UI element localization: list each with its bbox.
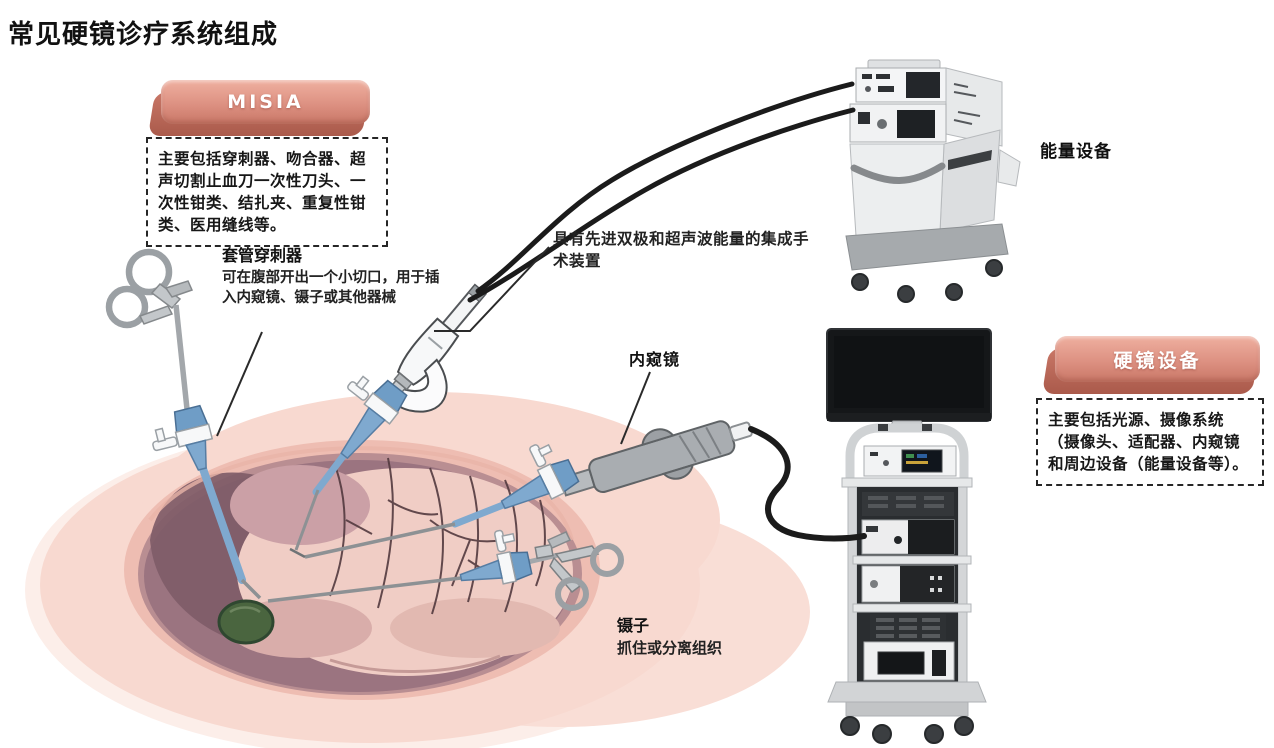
leader-lines xyxy=(216,246,651,445)
endoscope-trocar xyxy=(500,443,580,510)
endoscope-label: 内窥镜 xyxy=(629,350,681,369)
trocar-callout: 套管穿刺器 可在腹部开出一个小切口，用于插入内窥镜、镊子或其他器械 xyxy=(222,246,442,308)
monitor xyxy=(826,328,992,432)
forceps-callout: 镊子 抓住或分离组织 xyxy=(617,616,817,659)
misia-description-box: 主要包括穿刺器、吻合器、超声切割止血刀一次性刀头、一次性钳类、结扎夹、重复性钳类… xyxy=(146,137,388,247)
rigid-banner-label: 硬镜设备 xyxy=(1113,349,1202,372)
abdomen-illustration xyxy=(25,392,810,748)
stapler-instrument xyxy=(389,283,488,413)
forceps-instrument xyxy=(527,531,624,611)
connection-cables xyxy=(467,81,867,542)
trocar-description: 可在腹部开出一个小切口，用于插入内窥镜、镊子或其他器械 xyxy=(222,270,440,307)
caster-wheels xyxy=(840,716,974,744)
endoscopy-tower xyxy=(826,328,992,744)
rigid-banner: 硬镜设备 xyxy=(1042,336,1260,394)
misia-banner-face: MISIA xyxy=(161,80,370,124)
rigid-description-box: 主要包括光源、摄像系统（摄像头、适配器、内窥镜和周边设备（能量设备等）。 xyxy=(1036,398,1264,486)
caster-wheels xyxy=(851,259,1003,303)
misia-banner: MISIA xyxy=(148,80,370,136)
forceps-label: 镊子 xyxy=(617,616,650,635)
stapler-trocar xyxy=(340,375,408,460)
intracavity-instruments xyxy=(198,451,507,603)
page-title: 常见硬镜诊疗系统组成 xyxy=(8,20,279,50)
endoscope-illustration xyxy=(559,420,753,497)
rigid-banner-face: 硬镜设备 xyxy=(1055,336,1260,382)
energy-device-cart xyxy=(845,59,1021,303)
tissue-mass xyxy=(217,599,275,645)
trocar-label: 套管穿刺器 xyxy=(222,246,303,265)
misia-banner-label: MISIA xyxy=(227,91,304,113)
integrated-device-note: 具有先进双极和超声波能量的集成手术装置 xyxy=(553,230,810,271)
forceps-trocar xyxy=(459,529,533,585)
trocar-left-illustration xyxy=(152,404,214,471)
vessel-network xyxy=(329,457,546,615)
forceps-description: 抓住或分离组织 xyxy=(617,639,723,658)
energy-device-label: 能量设备 xyxy=(1040,142,1112,162)
grasper-instrument xyxy=(105,248,194,410)
